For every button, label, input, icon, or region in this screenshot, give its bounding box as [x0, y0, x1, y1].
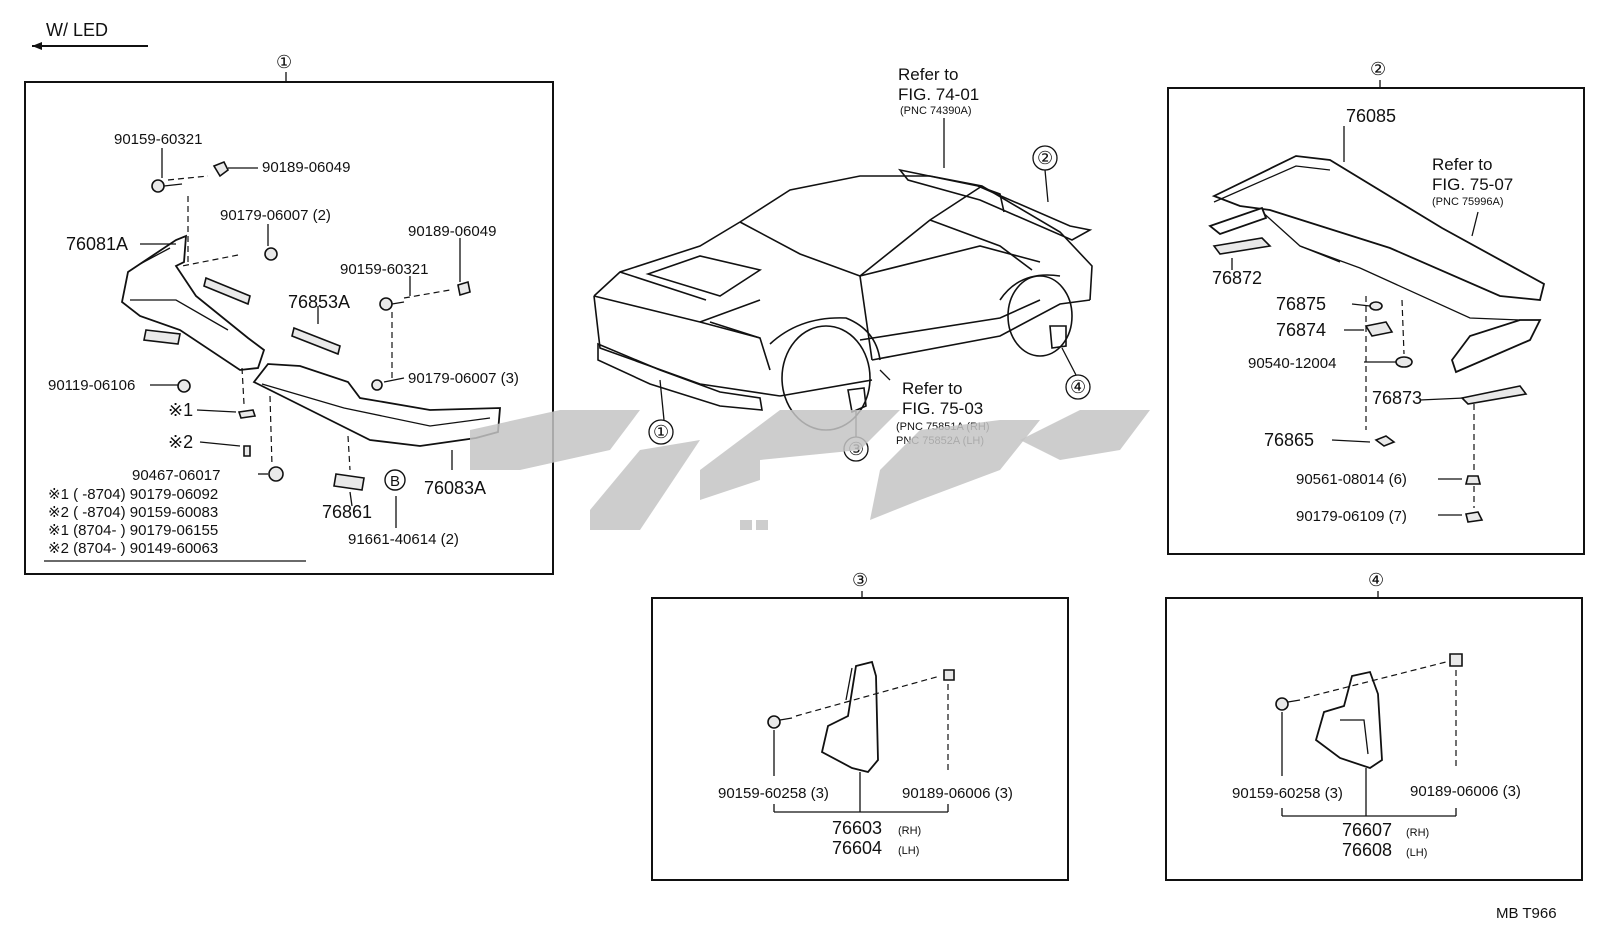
ref-fig7507-line3: (PNC 75996A)	[1432, 196, 1504, 208]
label-note-2: ※2	[168, 432, 193, 452]
label-90159-60321-a: 90159-60321	[114, 131, 202, 148]
label-90119-06106: 90119-06106	[48, 377, 135, 394]
label-90159-60321-b: 90159-60321	[340, 261, 428, 278]
label-90189-06006-b: 90189-06006 (3)	[1410, 783, 1521, 800]
label-90159-60258-b: 90159-60258 (3)	[1232, 785, 1343, 802]
ref-fig74-line3: (PNC 74390A)	[900, 105, 972, 117]
label-76607-side: (RH)	[1406, 827, 1429, 839]
label-76085: 76085	[1346, 106, 1396, 126]
panel-2-box	[1167, 87, 1585, 555]
header-label: W/ LED	[46, 20, 108, 40]
panel-1-title: ①	[276, 52, 292, 72]
marker-b	[384, 469, 406, 491]
label-76083a: 76083A	[424, 478, 486, 498]
label-note-1: ※1	[168, 400, 193, 420]
panel-2-title: ②	[1370, 59, 1386, 79]
watermark-logo	[470, 410, 1150, 530]
part-76081a-shape	[121, 234, 266, 371]
label-76873: 76873	[1372, 388, 1422, 408]
label-76603-side: (RH)	[898, 825, 921, 837]
ref-fig7503-line1: Refer to	[902, 379, 962, 398]
label-76608-side: (LH)	[1406, 847, 1427, 859]
panel-4-box	[1165, 597, 1583, 881]
label-90189-06049-a: 90189-06049	[262, 159, 350, 176]
label-76603: 76603	[832, 818, 882, 838]
panel-1-box	[24, 81, 554, 575]
ref-fig7507-line1: Refer to	[1432, 155, 1492, 174]
note-row-2: ※2 ( -8704) 90159-60083	[48, 504, 218, 521]
car-callout-4: ④	[1070, 377, 1086, 397]
label-76607: 76607	[1342, 820, 1392, 840]
label-90189-06006-a: 90189-06006 (3)	[902, 785, 1013, 802]
car-callout-1: ①	[653, 422, 669, 442]
label-76874: 76874	[1276, 320, 1326, 340]
header-arrow-head	[32, 42, 42, 50]
label-76875: 76875	[1276, 294, 1326, 314]
ref-fig7507-line2: FIG. 75-07	[1432, 175, 1513, 194]
label-91661-40614: 91661-40614 (2)	[348, 531, 459, 548]
label-76604: 76604	[832, 838, 882, 858]
panel-1: ①	[24, 52, 554, 575]
panel-3: ③ 90159-60258 (3) 90189-06006 (3) 76603 …	[651, 570, 1069, 881]
note-row-4: ※2 (8704- ) 90149-60063	[48, 540, 218, 557]
label-76608: 76608	[1342, 840, 1392, 860]
part-76603-shape	[820, 660, 879, 774]
ref-fig74-line1: Refer to	[898, 65, 958, 84]
panel-2: ② 76085	[1167, 59, 1585, 555]
label-90467-06017: 90467-06017	[132, 467, 220, 484]
panel-3-box	[651, 597, 1069, 881]
label-90540-12004: 90540-12004	[1248, 355, 1336, 372]
label-76853a: 76853A	[288, 292, 350, 312]
note-row-3: ※1 (8704- ) 90179-06155	[48, 522, 218, 539]
label-76081a: 76081A	[66, 234, 128, 254]
car-callout-2: ②	[1037, 148, 1053, 168]
label-76604-side: (LH)	[898, 845, 919, 857]
panel-4-title: ④	[1368, 570, 1384, 590]
label-90189-06049-b: 90189-06049	[408, 223, 496, 240]
label-76861: 76861	[322, 502, 372, 522]
marker-b-letter: B	[390, 473, 400, 490]
panel-3-title: ③	[852, 570, 868, 590]
label-90179-06007-2: 90179-06007 (2)	[220, 207, 331, 224]
ref-fig74-line2: FIG. 74-01	[898, 85, 979, 104]
label-76865: 76865	[1264, 430, 1314, 450]
label-90179-06007-3: 90179-06007 (3)	[408, 370, 519, 387]
label-90561-08014: 90561-08014 (6)	[1296, 471, 1407, 488]
label-90159-60258-a: 90159-60258 (3)	[718, 785, 829, 802]
note-row-1: ※1 ( -8704) 90179-06092	[48, 486, 218, 503]
ref-fig7503-line2: FIG. 75-03	[902, 399, 983, 418]
footer-code: MB T966	[1496, 905, 1557, 922]
label-90179-06109: 90179-06109 (7)	[1296, 508, 1407, 525]
panel-4: ④ 90159-60258 (3) 90189-06006 (3) 76607 …	[1165, 570, 1583, 881]
label-76872: 76872	[1212, 268, 1262, 288]
car-illustration: ① ② ③ ④ Refer to FIG. 74-01 (PNC 74390A)…	[593, 65, 1093, 462]
